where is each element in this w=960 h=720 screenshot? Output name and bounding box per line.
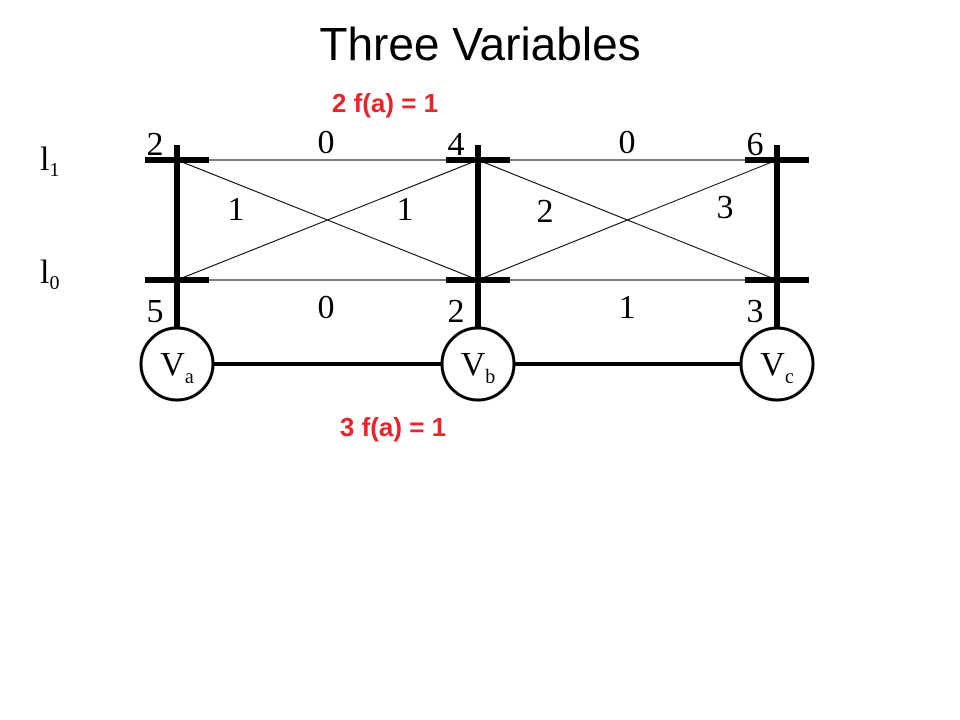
pairwise-ab-cross-left: 1 xyxy=(228,191,245,228)
unary-b-l1: 4 xyxy=(448,126,465,163)
top-annotation: 2 f(a) = 1 xyxy=(332,88,438,118)
node-vc-label: Vc xyxy=(760,346,794,388)
edge-a0-b1 xyxy=(176,159,479,281)
edge-b0-c1 xyxy=(477,159,778,281)
unary-a-l1: 2 xyxy=(147,126,164,163)
node-vc xyxy=(739,326,815,402)
row-label-l1: l1 xyxy=(40,141,59,181)
pairwise-ab-cross-right: 1 xyxy=(397,191,414,228)
node-vb-label: Vb xyxy=(461,346,496,388)
pairwise-bc-top: 0 xyxy=(619,124,636,161)
node-va xyxy=(139,326,215,402)
slide-title: Three Variables xyxy=(319,18,640,70)
node-va-label: Va xyxy=(160,346,194,388)
pairwise-bc-cross-right: 3 xyxy=(717,189,734,226)
bottom-annotation: 3 f(a) = 1 xyxy=(340,412,446,442)
unary-a-l0: 5 xyxy=(147,293,164,330)
node-vb xyxy=(440,326,516,402)
unary-c-l1: 6 xyxy=(747,126,764,163)
pairwise-bc-bottom: 1 xyxy=(619,289,636,326)
unary-c-l0: 3 xyxy=(747,293,764,330)
pairwise-ab-bottom: 0 xyxy=(318,289,335,326)
pairwise-bc-cross-left: 2 xyxy=(537,193,554,230)
row-label-l0: l0 xyxy=(40,254,59,294)
unary-b-l0: 2 xyxy=(448,293,465,330)
pairwise-ab-top: 0 xyxy=(318,124,335,161)
